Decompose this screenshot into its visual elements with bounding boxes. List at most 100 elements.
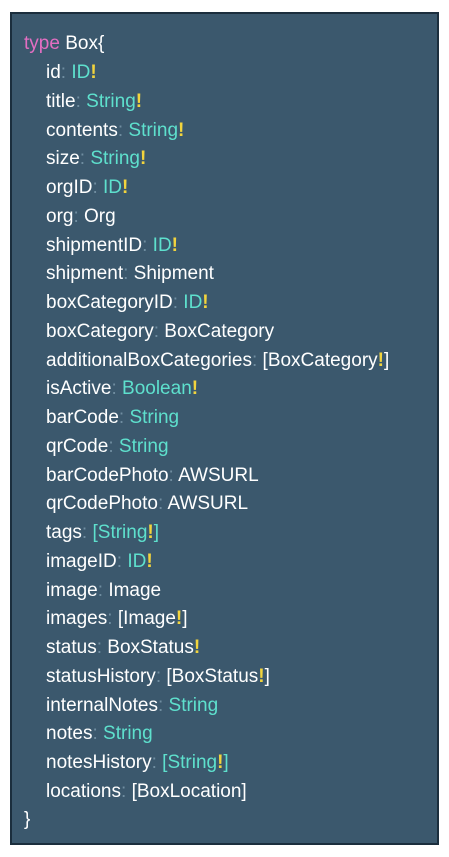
colon: : (123, 263, 129, 285)
non-null-marker: ! (258, 665, 265, 687)
field-type: ID (127, 550, 147, 572)
colon: : (118, 407, 125, 428)
field-name: qrCodePhoto (46, 493, 158, 515)
field-name: tags (46, 522, 82, 543)
field-type: BoxStatus (107, 637, 194, 658)
colon: : (75, 90, 81, 112)
list-close-bracket: ] (182, 608, 188, 630)
field-type: BoxCategory (267, 349, 378, 371)
non-null-marker: ! (140, 148, 147, 170)
field-line: id: ID! (46, 61, 97, 85)
non-null-marker: ! (146, 550, 153, 572)
colon: : (111, 378, 117, 400)
colon: : (107, 608, 113, 630)
field-type: BoxStatus (171, 665, 259, 687)
field-name: size (46, 148, 80, 170)
field-type: BoxLocation (136, 780, 242, 802)
field-type: Boolean (122, 378, 192, 400)
field-name: qrCode (46, 435, 109, 457)
field-name: boxCategoryID (46, 292, 173, 313)
colon: : (157, 493, 164, 515)
field-type: Image (108, 579, 162, 601)
colon: : (92, 723, 98, 745)
field-type: String (128, 119, 179, 141)
code-panel: type Box{ id: ID!title: String!contents:… (10, 12, 439, 845)
type-keyword: type (24, 33, 60, 54)
field-line: tags: [String!] (46, 521, 159, 545)
field-line: images: [Image!] (46, 607, 188, 631)
field-line: shipment: Shipment (46, 262, 214, 286)
list-close-bracket: ] (223, 752, 229, 773)
colon: : (172, 292, 179, 313)
field-type: AWSURL (167, 493, 249, 515)
field-type: String (168, 694, 219, 716)
non-null-marker: ! (90, 62, 97, 83)
field-type: AWSURL (178, 464, 259, 486)
field-line: shipmentID: ID! (46, 234, 178, 258)
colon: : (73, 205, 79, 227)
field-name: statusHistory (46, 665, 156, 687)
colon: : (155, 665, 162, 687)
field-type: ID (183, 292, 203, 313)
non-null-marker: ! (147, 522, 154, 543)
field-line: contents: String! (46, 119, 184, 143)
list-close-bracket: ] (153, 522, 160, 543)
field-line: status: BoxStatus! (46, 636, 200, 660)
field-line: boxCategory: BoxCategory (46, 320, 274, 344)
field-line: org: Org (46, 205, 116, 229)
open-brace: { (97, 33, 105, 54)
field-name: additionalBoxCategories (46, 349, 252, 371)
list-open-bracket: [ (131, 780, 137, 802)
field-type: ID (103, 177, 123, 198)
list-close-bracket: ] (264, 665, 270, 687)
field-line: barCode: String (46, 406, 179, 430)
field-type: String (118, 435, 169, 457)
field-type: String (97, 522, 148, 543)
field-name: status (46, 637, 97, 658)
field-line: image: Image (46, 579, 161, 603)
colon: : (96, 637, 102, 658)
non-null-marker: ! (171, 234, 178, 256)
colon: : (157, 694, 164, 716)
colon: : (151, 752, 157, 773)
field-name: images (46, 608, 108, 630)
field-name: image (46, 579, 98, 601)
field-type: BoxCategory (164, 320, 275, 342)
field-line: isActive: Boolean! (46, 377, 198, 401)
field-type: ID (152, 234, 172, 256)
field-type: Image (123, 608, 176, 630)
field-line: qrCodePhoto: AWSURL (46, 492, 248, 516)
field-name: id (46, 62, 61, 83)
field-name: shipmentID (46, 234, 143, 256)
list-open-bracket: [ (262, 349, 268, 371)
field-type: Org (84, 205, 116, 227)
non-null-marker: ! (202, 292, 209, 313)
field-name: isActive (46, 378, 112, 400)
non-null-marker: ! (193, 637, 201, 658)
field-line: notes: String (46, 722, 153, 746)
field-type: String (103, 723, 153, 745)
field-name: locations (46, 780, 121, 802)
field-line: internalNotes: String (46, 694, 218, 718)
field-line: additionalBoxCategories: [BoxCategory!] (46, 349, 389, 373)
field-type: String (167, 752, 218, 773)
field-line: imageID: ID! (46, 550, 153, 574)
list-open-bracket: [ (92, 522, 98, 543)
field-line: statusHistory: [BoxStatus!] (46, 665, 270, 689)
type-declaration-line: type Box{ (24, 32, 104, 56)
field-line: title: String! (46, 90, 142, 114)
field-name: internalNotes (46, 694, 158, 716)
list-close-bracket: ] (241, 780, 247, 802)
colon: : (60, 62, 67, 83)
non-null-marker: ! (377, 349, 384, 371)
non-null-marker: ! (135, 90, 143, 112)
field-name: notesHistory (46, 752, 152, 773)
field-name: boxCategory (46, 320, 154, 342)
field-type: Shipment (133, 263, 214, 285)
field-name: orgID (46, 177, 93, 198)
colon: : (97, 579, 104, 601)
colon: : (81, 522, 88, 543)
field-line: locations: [BoxLocation] (46, 780, 247, 804)
colon: : (153, 320, 160, 342)
field-name: contents (46, 119, 118, 141)
